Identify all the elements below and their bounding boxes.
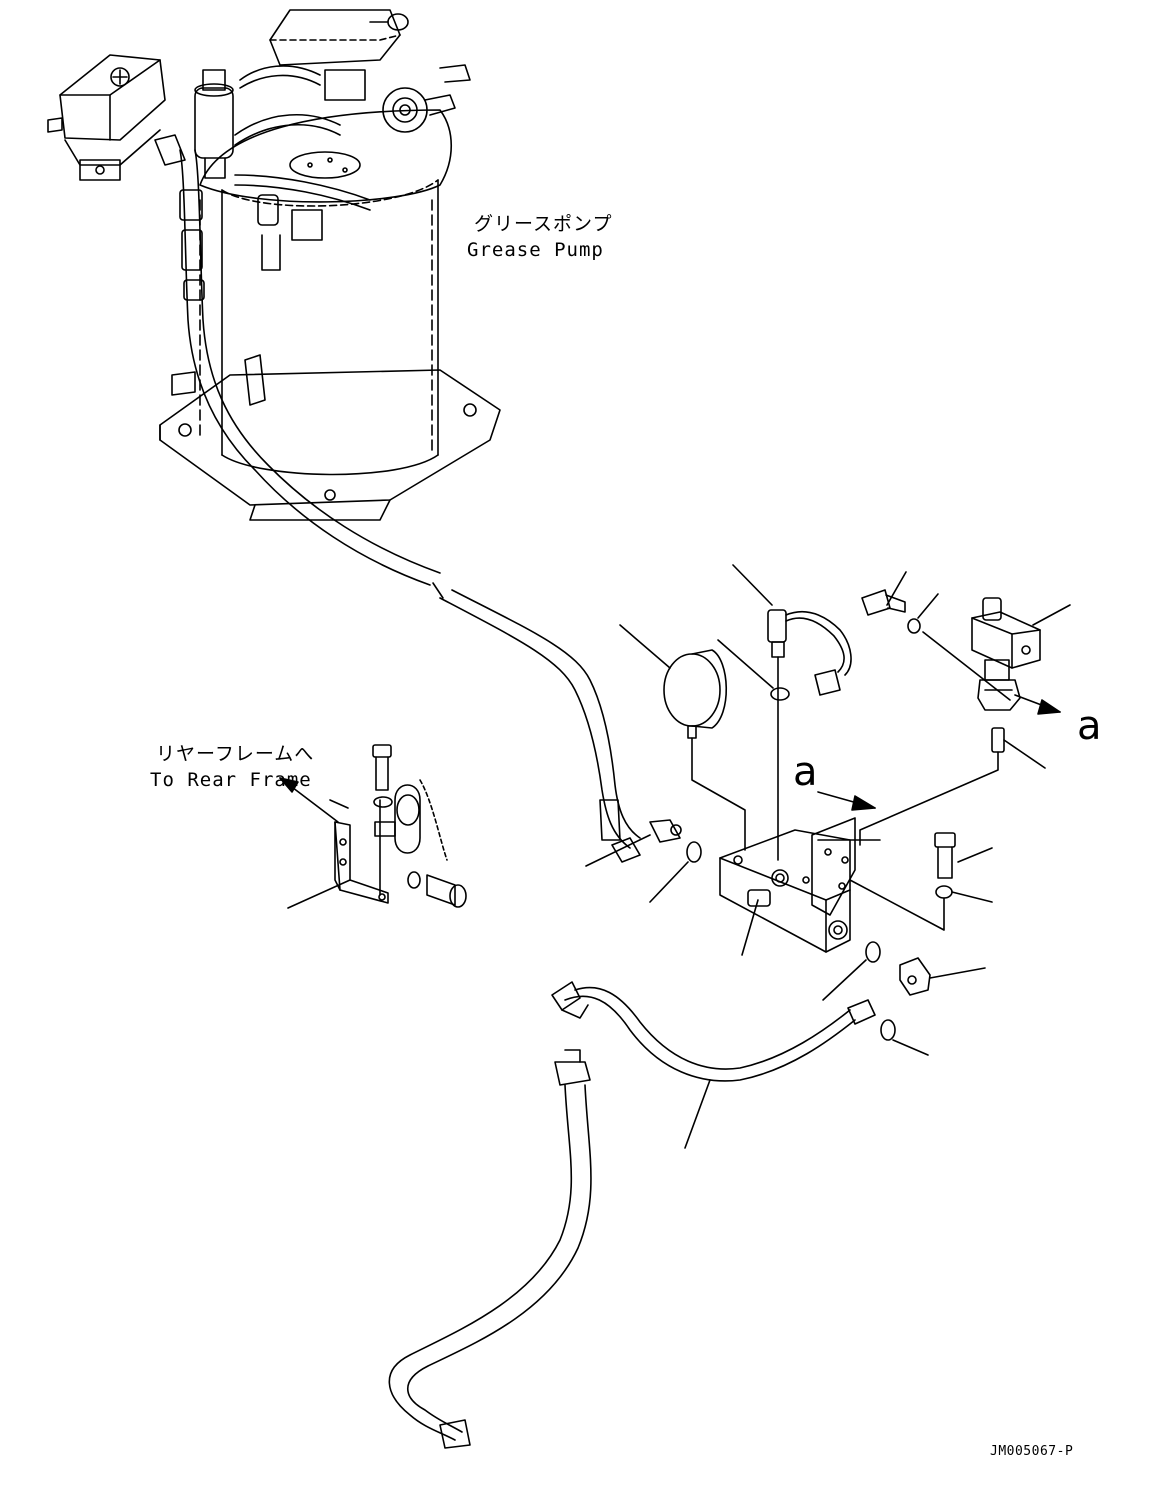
o-ring-sensor <box>770 687 790 701</box>
drawing-code: JM005067-P <box>990 1444 1074 1459</box>
long-hose <box>388 1049 592 1449</box>
rear-frame-label-jp: リヤーフレームへ <box>156 743 315 765</box>
bolt-washer-right <box>849 832 993 931</box>
small-fitting <box>859 727 1046 846</box>
view-marker-a-center: a <box>793 749 818 795</box>
sensor-with-cable <box>732 564 852 861</box>
grease-pump-assembly <box>47 9 641 863</box>
rear-frame-label-en: To Rear Frame <box>150 769 312 791</box>
manifold-block <box>719 817 856 956</box>
adapter-left <box>585 819 702 903</box>
view-marker-a-right: a <box>1077 703 1102 749</box>
grease-pump-label-jp: グリースポンプ <box>474 213 613 235</box>
elbow-fitting <box>822 941 986 1056</box>
hose-assembly <box>551 981 876 1149</box>
bolt-washer-top <box>861 571 939 634</box>
pressure-switch <box>922 597 1071 715</box>
grease-pump-label-en: Grease Pump <box>467 239 604 261</box>
pressure-gauge <box>619 624 746 851</box>
rear-frame-bracket-group <box>279 744 467 909</box>
